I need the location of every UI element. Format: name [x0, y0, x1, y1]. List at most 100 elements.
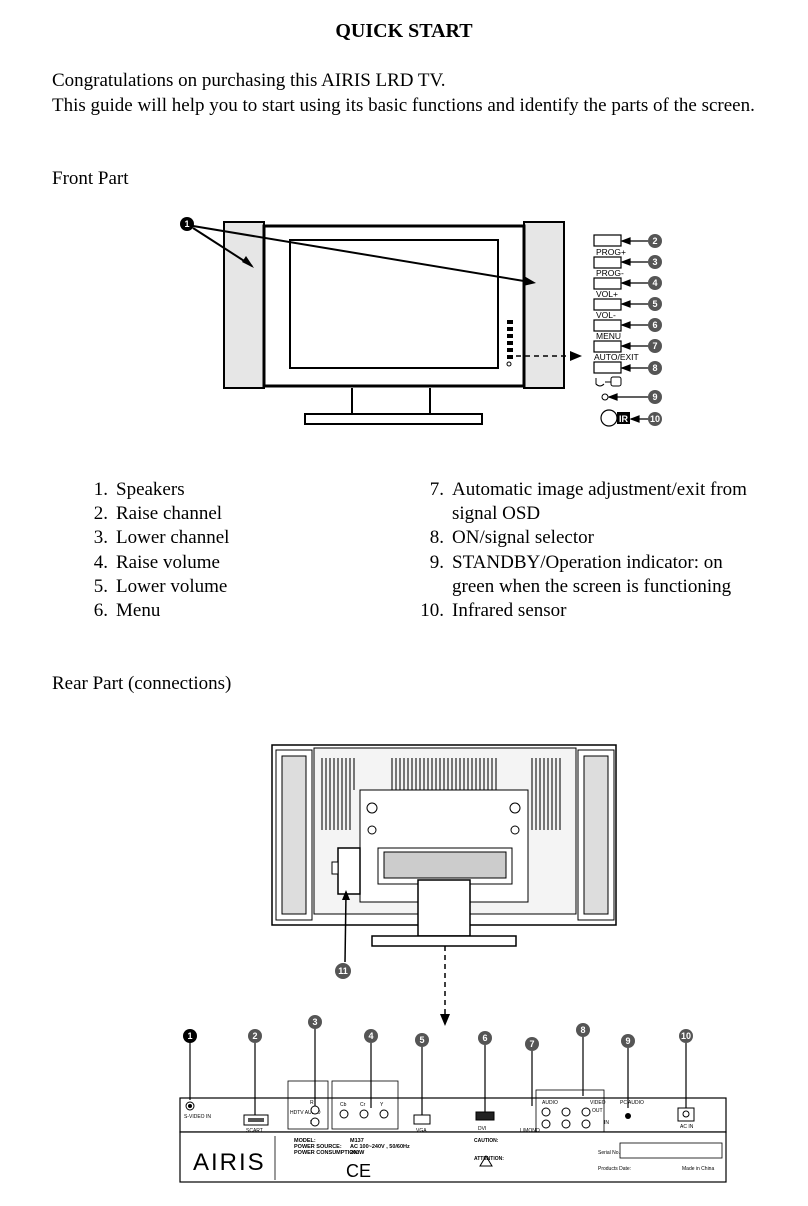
rear-callout-7: 7: [525, 1037, 539, 1051]
svg-text:Serial No.:: Serial No.:: [598, 1150, 621, 1156]
svg-text:IR: IR: [619, 414, 629, 424]
power-icon: [595, 378, 605, 387]
video-out-port: [581, 1107, 591, 1117]
list-item: 1.Speakers: [93, 479, 185, 500]
svg-text:PROG-: PROG-: [596, 268, 624, 278]
svg-text:3: 3: [652, 257, 657, 267]
svg-text:10: 10: [650, 414, 660, 424]
list-item: 8.ON/signal selector: [429, 527, 594, 549]
svg-text:VGA: VGA: [416, 1128, 427, 1134]
list-item: 2.Raise channel: [93, 503, 223, 525]
svg-text:8: 8: [652, 363, 657, 373]
rear-callout-5: 5: [415, 1033, 429, 1047]
svg-text:6: 6: [482, 1033, 487, 1043]
svg-text:DVI: DVI: [478, 1126, 486, 1132]
rear-part-heading: Rear Part (connections): [52, 673, 232, 694]
list-item: 3.Lower channel: [93, 527, 230, 549]
svg-text:2: 2: [252, 1031, 257, 1041]
svg-text:M137: M137: [350, 1138, 364, 1144]
svg-text:4: 4: [368, 1031, 373, 1041]
ce-mark: CE: [346, 1161, 371, 1181]
callout-10: 10: [648, 412, 662, 426]
svg-text:CAUTION:: CAUTION:: [474, 1138, 499, 1144]
svg-text:11: 11: [338, 966, 348, 976]
svg-text:AUDIO: AUDIO: [542, 1100, 558, 1106]
intro-line-1: Congratulations on purchasing this AIRIS…: [52, 70, 446, 91]
svg-text:S-VIDEO IN: S-VIDEO IN: [184, 1114, 211, 1120]
svg-text:Y: Y: [380, 1102, 384, 1108]
svg-text:10: 10: [681, 1031, 691, 1041]
brand-logo: AIRIS: [193, 1149, 266, 1176]
svg-text:7: 7: [529, 1039, 534, 1049]
svg-text:IN: IN: [604, 1120, 609, 1126]
rear-callout-10: 10: [679, 1029, 693, 1043]
warning-icon: [479, 1155, 493, 1167]
front-part-diagram: 1 PROG+ PROG- VOL+ VOL- MENU AUTO/EXIT I…: [180, 217, 662, 427]
svg-text:L/MONO: L/MONO: [520, 1128, 540, 1134]
callout-8: 8: [648, 361, 662, 375]
list-item: 5.Lower volume: [93, 575, 228, 597]
stand-base: [304, 413, 483, 425]
front-button-panel: PROG+ PROG- VOL+ VOL- MENU AUTO/EXIT IR: [593, 234, 639, 427]
front-part-heading: Front Part: [52, 168, 129, 189]
svg-text:Products Date:: Products Date:: [598, 1166, 631, 1172]
vent-grill: [321, 758, 561, 830]
rear-callout-3: 3: [308, 1015, 322, 1029]
svg-text:Cb: Cb: [340, 1102, 347, 1108]
list-item: 6.Menu: [93, 600, 161, 622]
callout-3: 3: [648, 255, 662, 269]
callout-4: 4: [648, 276, 662, 290]
svg-text:5: 5: [419, 1035, 424, 1045]
tv-screen: [289, 239, 499, 369]
svg-text:PC AUDIO: PC AUDIO: [620, 1100, 644, 1106]
rear-callout-2: 2: [248, 1029, 262, 1043]
pc-audio-port: [625, 1113, 631, 1119]
svg-text:POWER CONSUMPTION:: POWER CONSUMPTION:: [294, 1150, 360, 1156]
svg-text:ATTENTION:: ATTENTION:: [474, 1156, 504, 1162]
svg-text:7: 7: [652, 341, 657, 351]
callout-6: 6: [648, 318, 662, 332]
standby-indicator: [601, 393, 609, 401]
audio-out-l-port: [541, 1107, 551, 1117]
hdtv-audio-r-port: [310, 1105, 320, 1115]
tv-side-buttons: [506, 320, 513, 367]
cb-port: [339, 1109, 349, 1119]
rear-stand-base: [371, 935, 517, 947]
source-icon: [610, 376, 622, 387]
vga-port: [413, 1114, 431, 1125]
callout-9: 9: [648, 390, 662, 404]
svg-text:VOL+: VOL+: [596, 289, 618, 299]
svg-text:2: 2: [652, 236, 657, 246]
stand-neck: [351, 388, 431, 414]
svg-text:AUTO/EXIT: AUTO/EXIT: [594, 352, 639, 362]
callout-1: 1: [180, 217, 194, 231]
svg-text:9: 9: [625, 1036, 630, 1046]
rear-callout-4: 4: [364, 1029, 378, 1043]
svg-text:POWER SOURCE:: POWER SOURCE:: [294, 1144, 342, 1150]
list-item: 7.Automatic image adjustment/exit from s…: [429, 479, 747, 525]
right-speaker: [523, 221, 565, 389]
ir-sensor: [600, 409, 618, 427]
front-parts-list-left: 1.Speakers 2.Raise channel 3.Lower chann…: [76, 478, 376, 623]
svg-text:PROG+: PROG+: [596, 247, 626, 257]
list-item: 9.STANDBY/Operation indicator: on green …: [429, 551, 732, 597]
rear-stand-neck: [417, 879, 471, 937]
svg-text:9: 9: [652, 392, 657, 402]
svg-text:HDTV AUDIO: HDTV AUDIO: [290, 1110, 321, 1116]
svg-text:AC IN: AC IN: [680, 1124, 694, 1130]
callout-11: 11: [335, 963, 351, 979]
svg-text:1: 1: [187, 1031, 192, 1041]
video-in-port: [581, 1119, 591, 1129]
svg-text:Cr: Cr: [360, 1102, 366, 1108]
audio-in-r-port: [561, 1119, 571, 1129]
list-item: 4.Raise volume: [93, 551, 220, 573]
audio-out-r-port: [561, 1107, 571, 1117]
svg-text:SCART: SCART: [246, 1128, 263, 1134]
audio-in-l-port: [541, 1119, 551, 1129]
connector-panel: [179, 1097, 727, 1133]
dvi-port: [475, 1111, 495, 1121]
cr-port: [359, 1109, 369, 1119]
intro-line-2: This guide will help you to start using …: [52, 95, 755, 116]
callout-7: 7: [648, 339, 662, 353]
svg-text:R: R: [310, 1100, 314, 1106]
